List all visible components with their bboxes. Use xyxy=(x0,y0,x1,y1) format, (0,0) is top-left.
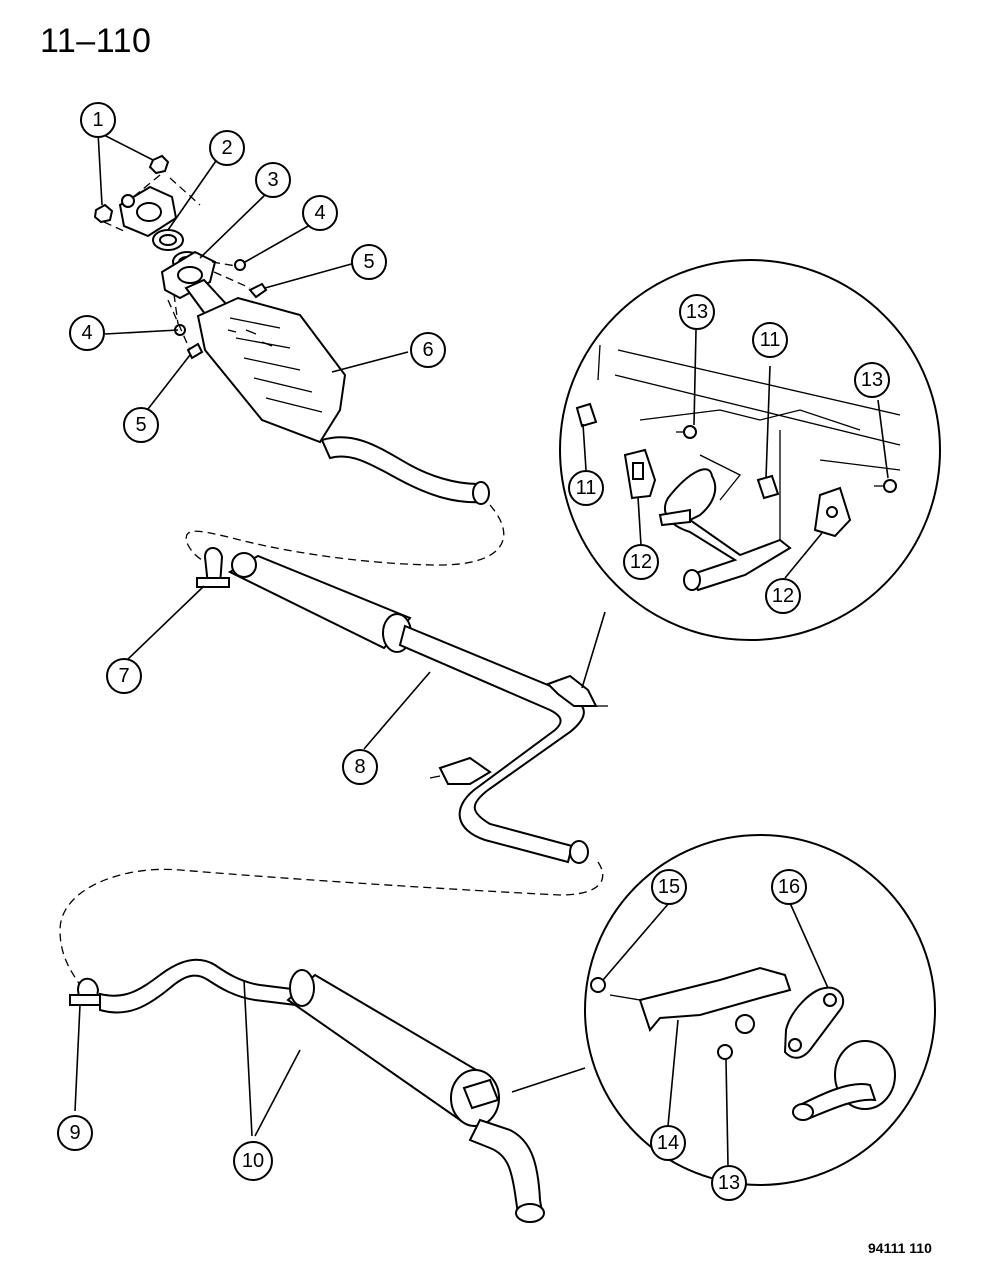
washer-right xyxy=(234,259,246,271)
callout-label: 13 xyxy=(686,301,708,323)
callout-4-left: 4 xyxy=(69,315,105,351)
pipe-hanger-right xyxy=(546,674,608,707)
callout-7: 7 xyxy=(106,658,142,694)
callout-label: 16 xyxy=(778,876,800,898)
callout-15: 15 xyxy=(651,869,687,905)
bolt-left xyxy=(186,342,204,360)
callout-label: 15 xyxy=(658,876,680,898)
figure-code: 94111 110 xyxy=(868,1240,932,1256)
tail-hanger-detail-view xyxy=(511,834,936,1186)
pipe-hanger-left xyxy=(429,756,492,785)
gasket xyxy=(152,229,184,251)
callout-9: 9 xyxy=(57,1115,93,1151)
hanger-detail-view xyxy=(559,259,941,689)
callout-13-upper-right: 13 xyxy=(854,362,890,398)
callout-1: 1 xyxy=(80,102,116,138)
callout-label: 13 xyxy=(718,1172,740,1194)
callout-10: 10 xyxy=(233,1141,273,1181)
nut-lower xyxy=(93,203,114,224)
callout-label: 1 xyxy=(92,109,103,131)
callout-label: 6 xyxy=(422,339,433,361)
callout-label: 5 xyxy=(135,414,146,436)
converter-inlet-flange xyxy=(160,250,217,300)
catalytic-converter xyxy=(196,296,347,444)
callout-label: 2 xyxy=(221,137,232,159)
callout-label: 13 xyxy=(861,369,883,391)
front-exhaust-assembly xyxy=(93,154,490,505)
callout-14: 14 xyxy=(650,1125,686,1161)
muffler xyxy=(286,969,500,1127)
callout-label: 14 xyxy=(657,1132,679,1154)
callout-11-left: 11 xyxy=(568,470,604,506)
page-number: 11–110 xyxy=(40,22,152,60)
callout-label: 5 xyxy=(363,251,374,273)
callout-8: 8 xyxy=(342,749,378,785)
callout-12-right: 12 xyxy=(765,578,801,614)
callout-label: 3 xyxy=(267,169,278,191)
callout-16: 16 xyxy=(771,869,807,905)
callout-label: 8 xyxy=(354,756,365,778)
callout-label: 11 xyxy=(760,329,781,351)
callout-label: 4 xyxy=(81,322,92,344)
callout-leaders xyxy=(74,131,889,1166)
callout-label: 7 xyxy=(118,665,129,687)
callout-13-upper-left: 13 xyxy=(679,294,715,330)
pipe-clamp xyxy=(196,547,230,588)
resonator xyxy=(227,552,412,653)
callout-label: 12 xyxy=(630,551,652,573)
callout-label: 4 xyxy=(314,202,325,224)
muffler-assembly xyxy=(59,861,604,1223)
manifold-flange xyxy=(118,185,178,238)
bolt-right xyxy=(248,282,268,299)
callout-13-lower: 13 xyxy=(711,1165,747,1201)
callout-5-left: 5 xyxy=(123,407,159,443)
callout-11-right: 11 xyxy=(752,322,788,358)
intermediate-pipe-assembly xyxy=(185,504,608,864)
callout-label: 9 xyxy=(69,1122,80,1144)
callout-6: 6 xyxy=(410,332,446,368)
callout-label: 11 xyxy=(576,477,597,499)
callout-2: 2 xyxy=(209,130,245,166)
nut-upper xyxy=(148,154,170,175)
callout-5-right: 5 xyxy=(351,244,387,280)
callout-label: 10 xyxy=(242,1150,264,1172)
callout-12-left: 12 xyxy=(623,544,659,580)
callout-3: 3 xyxy=(255,162,291,198)
callout-4-right: 4 xyxy=(302,195,338,231)
callout-label: 12 xyxy=(772,585,794,607)
